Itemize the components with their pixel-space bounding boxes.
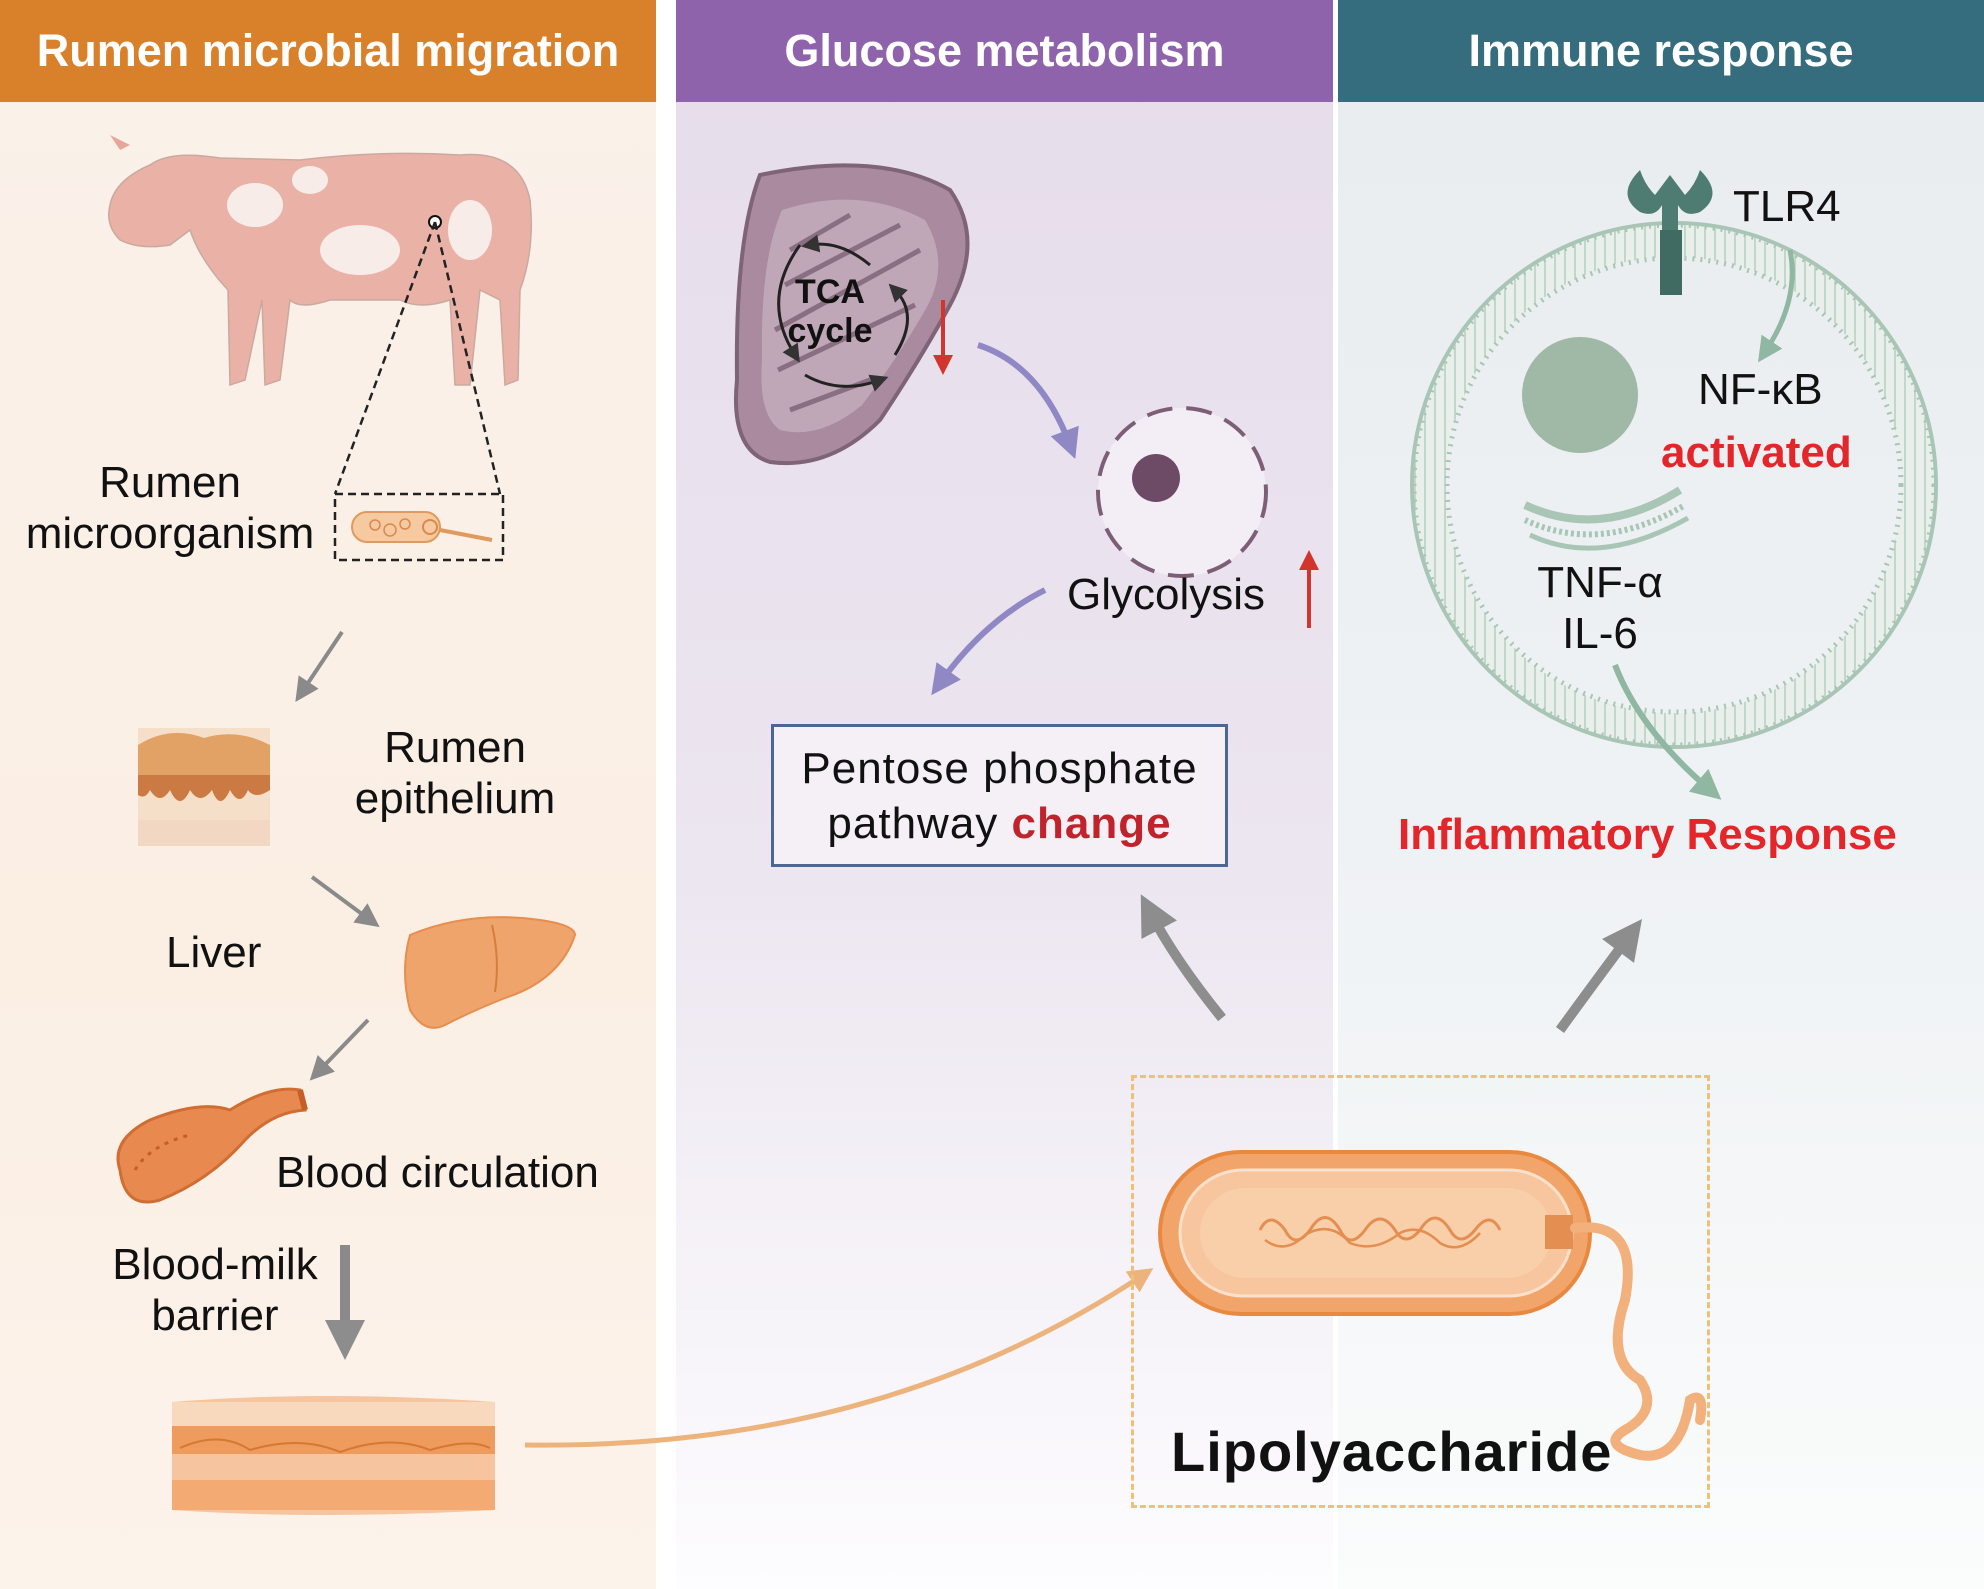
lps-dashed-box bbox=[1131, 1075, 1710, 1508]
mammary-tissue-icon bbox=[172, 1396, 495, 1515]
ppp-change-text: change bbox=[1011, 798, 1172, 848]
tca-line1: TCA bbox=[795, 273, 865, 311]
arrow-tlr4-to-nfkb bbox=[1758, 249, 1795, 363]
cell-icon bbox=[1096, 406, 1268, 578]
cell-membrane-ring bbox=[1410, 221, 1938, 749]
pentose-phosphate-box: Pentose phosphate pathway change bbox=[771, 724, 1228, 867]
ppp-pathway-text: pathway bbox=[827, 798, 999, 848]
cytokines-label: TNF-α IL-6 bbox=[1515, 558, 1685, 659]
liver-label: Liver bbox=[166, 928, 262, 977]
rumen-epithelium-label: Rumen epithelium bbox=[340, 723, 570, 824]
tca-cycle-arrows bbox=[777, 234, 909, 392]
arrow-cytokines-to-inflammation bbox=[1612, 663, 1722, 800]
blood-circulation-label: Blood circulation bbox=[276, 1148, 599, 1197]
arrow-to-blood bbox=[309, 1018, 370, 1081]
arrow-lps-to-ppp bbox=[1140, 894, 1226, 1022]
blood-vessel-icon bbox=[116, 1087, 308, 1204]
arrow-glycolysis-to-ppp bbox=[931, 587, 1047, 696]
lipolyaccharide-label: Lipolyaccharide bbox=[1171, 1420, 1613, 1483]
endoplasmic-reticulum-icon bbox=[1523, 486, 1690, 551]
nfkb-label: NF-κB bbox=[1698, 365, 1823, 414]
arrow-tca-to-cell bbox=[977, 342, 1079, 460]
inflammatory-response-label: Inflammatory Response bbox=[1398, 810, 1897, 859]
ppp-line2: pathway change bbox=[774, 796, 1225, 851]
arrow-to-liver bbox=[310, 875, 380, 928]
lps-bacterium-icon bbox=[1158, 1150, 1707, 1461]
tlr4-label: TLR4 bbox=[1733, 182, 1841, 231]
rumen-microorganism-label: Rumen microorganism bbox=[20, 458, 320, 559]
nucleus-icon bbox=[1132, 454, 1180, 502]
barrier-line2: barrier bbox=[151, 1290, 279, 1340]
rumen-epithelium-icon bbox=[138, 728, 270, 846]
tnf-alpha-text: TNF-α bbox=[1537, 558, 1663, 607]
epithelium-line1: Rumen bbox=[384, 723, 526, 772]
zoom-lines bbox=[333, 221, 505, 562]
rumen-label-line1: Rumen bbox=[99, 458, 241, 507]
header-immune-response: Immune response bbox=[1338, 0, 1984, 102]
glycolysis-label: Glycolysis bbox=[1067, 570, 1266, 619]
epithelium-line2: epithelium bbox=[354, 773, 556, 823]
liver-icon bbox=[404, 916, 577, 1029]
tca-cycle-label: TCA cycle bbox=[770, 273, 890, 351]
arrow-to-lps bbox=[524, 1268, 1154, 1448]
cow-illustration bbox=[108, 135, 532, 387]
tca-line2: cycle bbox=[787, 312, 873, 351]
header-glucose-metabolism: Glucose metabolism bbox=[676, 0, 1333, 102]
arrow-to-epithelium bbox=[295, 630, 344, 702]
il6-text: IL-6 bbox=[1562, 608, 1638, 658]
ppp-line1: Pentose phosphate bbox=[801, 743, 1198, 793]
nucleus-immune-icon bbox=[1522, 337, 1638, 453]
blood-milk-barrier-label: Blood-milk barrier bbox=[90, 1240, 340, 1341]
barrier-line1: Blood-milk bbox=[112, 1240, 318, 1289]
activated-label: activated bbox=[1661, 428, 1852, 477]
rumen-label-line2: microorganism bbox=[25, 508, 315, 558]
tlr4-receptor-icon bbox=[1627, 170, 1713, 295]
header-rumen-migration: Rumen microbial migration bbox=[0, 0, 656, 102]
arrow-lps-to-inflammation bbox=[1555, 918, 1642, 1033]
